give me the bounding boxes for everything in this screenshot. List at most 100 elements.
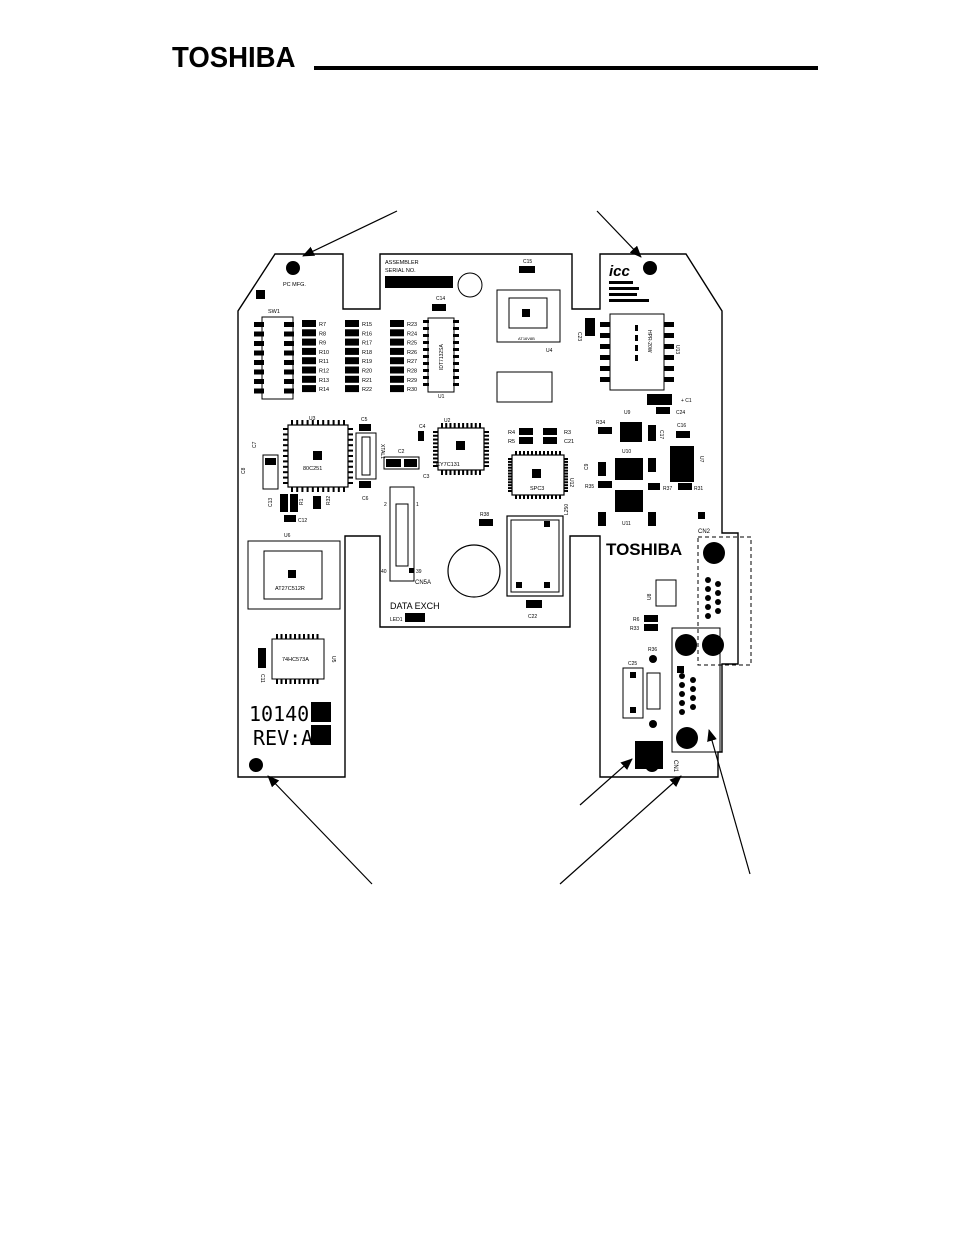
led1-label: LED1: [390, 617, 403, 623]
cn2-label: CN2: [698, 529, 711, 535]
u1-chip-label: IDT7132SA: [439, 343, 445, 370]
svg-text:U1: U1: [438, 394, 445, 400]
svg-text:XTAL1: XTAL1: [379, 444, 385, 459]
resistor-label: R23: [407, 322, 417, 328]
u2-chip-label: CY7C131: [436, 462, 460, 468]
header-rule: [314, 66, 818, 70]
svg-text:R37: R37: [663, 486, 672, 492]
resistor-label: R17: [362, 341, 372, 347]
svg-text:C23: C23: [576, 332, 582, 341]
revision-label: REV:A: [253, 726, 313, 750]
resistor-label: R19: [362, 359, 372, 365]
resistor-label: R25: [407, 341, 417, 347]
serial-box: [385, 276, 453, 288]
mounting-hole-top-right: [643, 261, 657, 275]
resistor-label: R27: [407, 359, 417, 365]
svg-text:39: 39: [416, 569, 422, 575]
svg-text:C12: C12: [298, 518, 307, 524]
callout-arrow-connector: [707, 729, 751, 875]
svg-text:U5: U5: [330, 656, 336, 663]
svg-text:C4: C4: [419, 424, 426, 430]
svg-text:R33: R33: [630, 626, 639, 632]
svg-text:U12: U12: [568, 478, 574, 487]
svg-text:R32: R32: [326, 496, 332, 505]
svg-text:+ C1: + C1: [681, 398, 692, 404]
svg-text:C14: C14: [436, 296, 445, 302]
svg-text:U2: U2: [444, 418, 451, 424]
svg-text:R38: R38: [480, 512, 489, 518]
resistor-label: R10: [319, 350, 329, 356]
svg-text:R34: R34: [596, 420, 605, 426]
board-toshiba-logo: TOSHIBA: [606, 540, 682, 559]
resistor-label: R18: [362, 350, 372, 356]
svg-text:C11: C11: [259, 674, 265, 683]
svg-text:C13: C13: [268, 498, 274, 507]
svg-text:C2: C2: [398, 449, 405, 455]
callout-arrow-bottom-left: [267, 775, 373, 885]
resistor-label: R15: [362, 322, 372, 328]
svg-text:C7: C7: [252, 441, 258, 448]
svg-text:40: 40: [381, 569, 387, 575]
svg-text:U13: U13: [674, 345, 680, 354]
svg-text:R35: R35: [585, 484, 594, 490]
svg-text:U6: U6: [284, 533, 291, 539]
resistor-label: R12: [319, 369, 329, 375]
resistor-label: R8: [319, 331, 326, 337]
svg-text:U9: U9: [624, 410, 631, 416]
resistor-label: R11: [319, 359, 329, 365]
svg-text:2: 2: [384, 502, 387, 508]
svg-text:C24: C24: [676, 410, 685, 416]
svg-text:R5: R5: [508, 439, 515, 445]
svg-text:C21: C21: [564, 439, 574, 445]
callout-arrow-chip: [579, 758, 633, 806]
svg-text:U10: U10: [622, 449, 631, 455]
svg-text:U4: U4: [546, 348, 553, 354]
svg-text:C16: C16: [677, 423, 686, 429]
svg-text:R31: R31: [694, 486, 703, 492]
svg-text:U8: U8: [647, 593, 653, 600]
callout-arrow-top-left: [302, 210, 398, 257]
cn1-label: CN1: [672, 760, 678, 773]
toshiba-header-logo: TOSHIBA: [172, 42, 296, 74]
resistor-label: R26: [407, 350, 417, 356]
cn5a-label: CN5A: [415, 580, 431, 586]
resistor-label: R16: [362, 331, 372, 337]
resistor-label: R24: [407, 331, 417, 337]
svg-text:C5: C5: [361, 417, 368, 423]
board-outline: [237, 253, 739, 778]
u12-chip-label: SPC3: [530, 486, 544, 492]
mounting-hole-bottom-left: [249, 758, 263, 772]
svg-text:U7: U7: [698, 456, 704, 463]
resistor-label: R30: [407, 387, 417, 393]
svg-text:C3: C3: [423, 474, 430, 480]
resistor-label: R7: [319, 322, 326, 328]
u5-chip-label: 74HC573A: [282, 657, 309, 663]
svg-text:R3: R3: [564, 430, 571, 436]
svg-text:C22: C22: [528, 614, 537, 620]
u13-chip-label: HPR-20W: [646, 330, 652, 353]
svg-text:U11: U11: [622, 521, 631, 527]
svg-text:C8: C8: [241, 467, 247, 474]
assembler-label: ASSEMBLER: [385, 260, 419, 266]
resistor-label: R9: [319, 341, 326, 347]
resistor-label: R20: [362, 369, 372, 375]
serial-no-label: SERIAL NO.: [385, 268, 416, 274]
mounting-hole-top-left: [286, 261, 300, 275]
icc-logo: icc: [609, 263, 631, 280]
svg-text:L250: L250: [564, 504, 570, 515]
resistor-label: R21: [362, 378, 372, 384]
resistor-label: R29: [407, 378, 417, 384]
svg-text:C9: C9: [584, 463, 590, 470]
svg-text:C25: C25: [628, 661, 637, 667]
svg-text:R36: R36: [648, 647, 657, 653]
resistor-label: R28: [407, 369, 417, 375]
svg-text:C15: C15: [523, 259, 532, 265]
sw1-label: SW1: [268, 309, 280, 315]
svg-text:R1: R1: [299, 498, 305, 505]
callout-arrow-top-right: [596, 210, 642, 258]
u6-chip-label: AT27C512R: [275, 586, 305, 592]
svg-text:C6: C6: [362, 496, 369, 502]
svg-text:U3: U3: [309, 416, 316, 422]
u3-chip-label: 80C251: [303, 466, 322, 472]
